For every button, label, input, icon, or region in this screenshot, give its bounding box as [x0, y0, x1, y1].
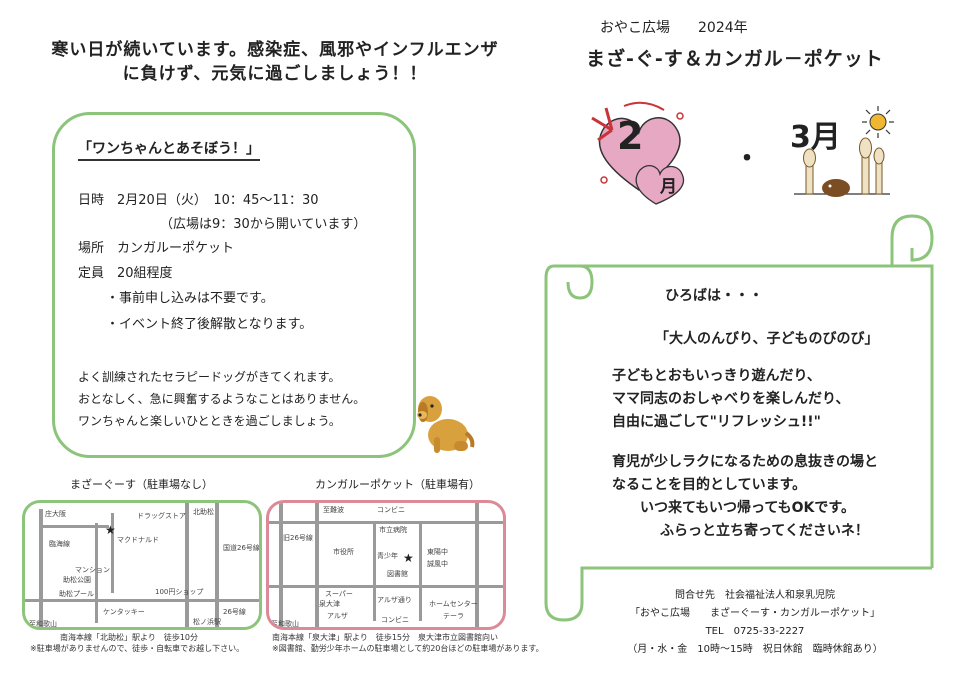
month-feb-number: 2	[617, 114, 644, 158]
map-left-note-1: 南海本線「北助松」駅より 徒歩10分	[60, 633, 199, 642]
map-right-label-7: 図書館	[387, 570, 408, 578]
map-right-note-2: ※図書館、勤労少年ホームの駐車場として約20台ほどの駐車場があります。	[272, 644, 544, 653]
map-left-label-9: ドラッグストア	[137, 512, 186, 520]
map-right-title: カンガルーポケット（駐車場有）	[315, 478, 480, 491]
event-desc-1: よく訓練されたセラピードッグがきてくれます。	[78, 370, 341, 384]
headline-line-1: 寒い日が続いています。感染症、風邪やインフルエンザ	[51, 40, 499, 60]
contact-line-3: TEL 0725-33-2227	[705, 626, 805, 637]
map-right: ★ 至難波 コンビニ 市立病院 旧26号線 市役所 青少年 東陽中 図書館 誠風…	[266, 500, 506, 630]
scroll-frame	[544, 214, 934, 622]
map-left-label-10: 100円ショップ	[155, 588, 204, 596]
scroll-line-5: なることを目的としています。	[612, 477, 807, 493]
map-right-note-1: 南海本線「泉大津」駅より 徒歩15分 泉大津市立図書館向い	[272, 633, 499, 642]
event-date-note: （広場は9：30から開いています）	[160, 217, 367, 232]
month-mar: 3月	[790, 120, 841, 155]
scroll-heading: ひろばは・・・	[665, 288, 763, 304]
map-left-label-8: 北助松	[193, 508, 214, 516]
contact-line-2: 「おやこ広場 まざーぐーす・カンガルーポケット」	[630, 608, 880, 619]
month-separator: ・	[734, 144, 761, 174]
map-right-label-14: 至和歌山	[271, 620, 299, 628]
map-right-label-13: 泉大津	[319, 600, 340, 608]
app-title: まざ-ぐ-す＆カンガル－ポケット	[586, 48, 884, 70]
map-left-label-4: 助松公園	[63, 576, 91, 584]
scroll-line-6: いつ来てもいつ帰ってもOKです。	[640, 500, 855, 516]
map-left-label-2: マクドナルド	[117, 536, 159, 544]
map-right-label-5: 青少年	[377, 552, 398, 560]
map-left-label-13: 26号線	[223, 608, 246, 616]
org-year: おやこ広場 2024年	[600, 20, 748, 36]
event-box	[52, 112, 416, 458]
star-icon-right: ★	[403, 551, 414, 565]
scroll-line-2: ママ同志のおしゃべりを楽しんだり、	[612, 391, 850, 407]
event-capacity: 定員 20組程度	[78, 266, 173, 281]
contact-line-4: （月・水・金 10時～15時 祝日休館 臨時休館あり）	[627, 644, 883, 655]
map-left-label-6: ケンタッキー	[103, 608, 145, 616]
event-desc-3: ワンちゃんと楽しいひとときを過ごしましょう。	[78, 414, 341, 428]
map-right-label-10: アルザ	[327, 612, 348, 620]
map-left-label-5: 助松プール	[59, 590, 94, 598]
map-left: ★ 庄大阪 臨海線 マクドナルド マンション 助松公園 助松プール ケンタッキー…	[22, 500, 262, 630]
map-right-label-0: 至難波	[323, 506, 344, 514]
map-right-label-11: アルザ通り	[377, 596, 412, 604]
headline-line-2: に負けず、元気に過ごしましょう！！	[122, 64, 428, 84]
map-right-label-6: 東陽中	[427, 548, 448, 556]
scroll-line-4: 育児が少しラクになるための息抜きの場と	[612, 454, 878, 470]
map-right-label-12: コンビニ	[381, 616, 409, 624]
headline: 寒い日が続いています。感染症、風邪やインフルエンザ に負けず、元気に過ごしましょ…	[40, 38, 510, 86]
map-right-label-8: 誠風中	[427, 560, 448, 568]
event-desc-2: おとなしく、急に興奮するようなことはありません。	[78, 392, 366, 406]
map-left-label-12: 国道26号線	[223, 544, 260, 552]
horsetail-illustration	[794, 137, 890, 197]
map-left-note-2: ※駐車場がありませんので、徒歩・自転車でお越し下さい。	[30, 644, 245, 653]
dog-illustration	[417, 396, 475, 453]
scroll-motto: 「大人のんびり、子どものびのび」	[655, 331, 879, 347]
scroll-line-7: ふらっと立ち寄ってくださいネ！	[660, 523, 869, 539]
map-right-label-3: 旧26号線	[283, 534, 313, 542]
month-feb-suffix: 月	[660, 177, 677, 197]
star-icon-left: ★	[105, 523, 116, 537]
map-right-label-4: 市役所	[333, 548, 354, 556]
map-left-label-0: 庄大阪	[45, 510, 66, 518]
event-place: 場所 カンガルーポケット	[78, 241, 235, 256]
contact-line-1: 問合せ先 社会福祉法人和泉乳児院	[675, 590, 835, 601]
map-left-label-11: 松ノ浜駅	[193, 618, 221, 626]
map-right-label-1: コンビニ	[377, 506, 405, 514]
event-title: 「ワンちゃんとあそぼう！」	[78, 138, 260, 161]
map-right-label-2: 市立病院	[379, 526, 407, 534]
map-left-title: まざーぐーす（駐車場なし）	[70, 478, 213, 491]
scroll-line-3: 自由に過ごして"リフレッシュ!!"	[612, 414, 821, 430]
map-right-label-15: ホームセンター	[429, 600, 478, 608]
event-bullet-1: ・事前申し込みは不要です。	[106, 291, 274, 306]
event-bullet-2: ・イベント終了後解散となります。	[106, 317, 313, 332]
map-right-label-16: テーラ	[443, 612, 464, 620]
event-date: 日時 2月20日（火） 10：45～11：30	[78, 193, 319, 208]
map-left-label-7: 至和歌山	[29, 620, 57, 628]
sun-icon	[862, 106, 894, 138]
map-left-label-1: 臨海線	[49, 540, 70, 548]
map-left-label-3: マンション	[75, 566, 110, 574]
map-right-label-9: スーパー	[325, 590, 353, 598]
february-heart	[591, 101, 685, 205]
scroll-line-1: 子どもとおもいっきり遊んだり、	[612, 368, 821, 384]
